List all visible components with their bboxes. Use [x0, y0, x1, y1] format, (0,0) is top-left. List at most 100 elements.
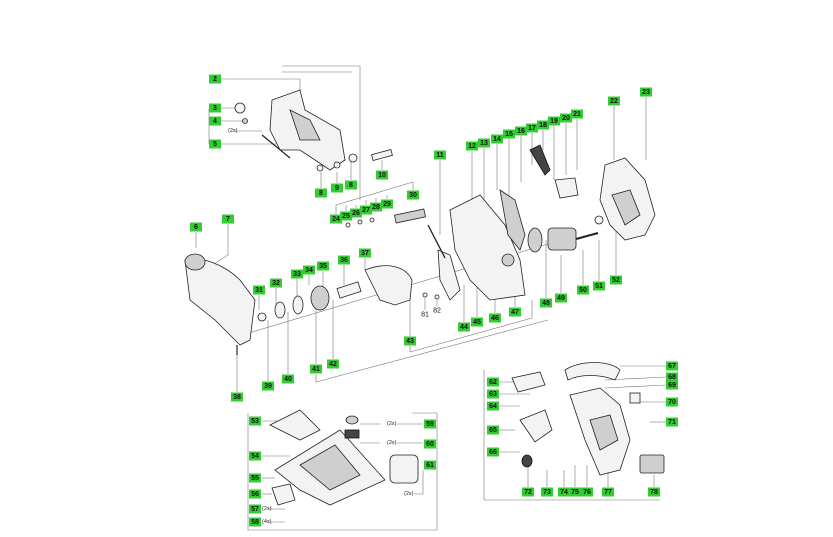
- part-drawings: [184, 89, 665, 506]
- part-label-2: 2: [209, 74, 221, 84]
- part-label-box: [222, 214, 234, 224]
- part-label-box: [345, 180, 357, 190]
- part-label-box: [424, 460, 436, 470]
- part-number-81: 81: [421, 312, 429, 319]
- part-label-text: 35: [319, 263, 327, 270]
- part-label-26: 26: [350, 208, 362, 218]
- part-label-box: [666, 361, 678, 371]
- part-label-37: 37: [359, 248, 371, 258]
- part-label-72: 72: [522, 487, 534, 497]
- part-label-58: 58: [249, 517, 261, 527]
- part-label-47: 47: [509, 307, 521, 317]
- quantity-note: (2x): [262, 506, 272, 512]
- part-label-text: 77: [604, 489, 612, 496]
- part-label-box: [249, 517, 261, 527]
- part-label-box: [487, 377, 499, 387]
- part-label-62: 62: [487, 377, 499, 387]
- part-label-text: 23: [642, 89, 650, 96]
- part-label-text: 12: [468, 143, 476, 150]
- part-label-text: 8: [349, 182, 353, 189]
- part-label-text: 64: [489, 403, 497, 410]
- part-label-text: 67: [668, 363, 676, 370]
- part-label-text: 48: [542, 300, 550, 307]
- part-label-8: 8: [345, 180, 357, 190]
- part-label-text: 37: [361, 250, 369, 257]
- part-label-box: [491, 134, 503, 144]
- part-label-50: 50: [577, 285, 589, 295]
- part-label-text: 11: [436, 152, 444, 159]
- part-label-53: 53: [249, 416, 261, 426]
- part-label-6: 6: [190, 222, 202, 232]
- quantity-notes: (2x)(2x)(2x)(2x)(2x)(4x): [228, 128, 414, 525]
- part-label-box: [648, 487, 660, 497]
- part-label-77: 77: [602, 487, 614, 497]
- part-label-21: 21: [571, 109, 583, 119]
- part-label-text: 41: [312, 366, 320, 373]
- part-label-74: 74: [558, 487, 570, 497]
- part-label-43: 43: [404, 336, 416, 346]
- part-label-text: 2: [213, 76, 217, 83]
- part-label-box: [317, 261, 329, 271]
- part-label-text: 52: [612, 277, 620, 284]
- part-label-box: [327, 359, 339, 369]
- part-label-text: 44: [460, 324, 468, 331]
- part-label-40: 40: [282, 374, 294, 384]
- part-label-text: 32: [272, 280, 280, 287]
- part-label-18: 18: [537, 120, 549, 130]
- part-label-box: [548, 116, 560, 126]
- part-label-text: 30: [409, 192, 417, 199]
- part-label-text: 17: [528, 125, 536, 132]
- part-label-box: [249, 489, 261, 499]
- part-label-box: [593, 281, 605, 291]
- part-label-box: [602, 487, 614, 497]
- part-label-box: [487, 425, 499, 435]
- part-label-box: [407, 190, 419, 200]
- part-label-text: 57: [251, 506, 259, 513]
- part-label-19: 19: [548, 116, 560, 126]
- part-label-16: 16: [515, 126, 527, 136]
- part-label-box: [209, 139, 221, 149]
- part-label-box: [666, 397, 678, 407]
- part-label-box: [471, 317, 483, 327]
- part-label-text: 8: [319, 190, 323, 197]
- part-label-22: 22: [608, 96, 620, 106]
- part-label-3: 3: [209, 103, 221, 113]
- part-label-box: [558, 487, 570, 497]
- part-label-box: [249, 451, 261, 461]
- part-label-box: [209, 116, 221, 126]
- part-label-text: 49: [557, 295, 565, 302]
- part-number-82: 82: [433, 308, 441, 315]
- part-label-31: 31: [253, 285, 265, 295]
- part-label-text: 63: [489, 391, 497, 398]
- quantity-note: (2x): [387, 440, 397, 446]
- part-label-text: 20: [562, 115, 570, 122]
- part-label-38: 38: [231, 392, 243, 402]
- part-label-text: 28: [372, 204, 380, 211]
- part-label-box: [540, 298, 552, 308]
- part-label-text: 19: [550, 118, 558, 125]
- part-label-box: [190, 222, 202, 232]
- part-label-48: 48: [540, 298, 552, 308]
- part-label-text: 75: [571, 489, 579, 496]
- part-label-text: 66: [489, 449, 497, 456]
- part-label-text: 74: [560, 489, 568, 496]
- part-label-text: 26: [352, 210, 360, 217]
- part-label-33: 33: [291, 269, 303, 279]
- part-label-27: 27: [360, 205, 372, 215]
- part-label-text: 24: [332, 216, 340, 223]
- part-label-box: [541, 487, 553, 497]
- part-label-52: 52: [610, 275, 622, 285]
- part-label-text: 62: [489, 379, 497, 386]
- part-label-box: [330, 214, 342, 224]
- part-label-box: [610, 275, 622, 285]
- part-label-box: [458, 322, 470, 332]
- quantity-note: (4x): [262, 519, 272, 525]
- part-label-text: 56: [251, 491, 259, 498]
- part-label-76: 76: [581, 487, 593, 497]
- part-label-8: 8: [315, 188, 327, 198]
- part-label-65: 65: [487, 425, 499, 435]
- part-label-text: 61: [426, 462, 434, 469]
- part-label-73: 73: [541, 487, 553, 497]
- part-label-text: 70: [668, 399, 676, 406]
- part-label-box: [666, 372, 678, 382]
